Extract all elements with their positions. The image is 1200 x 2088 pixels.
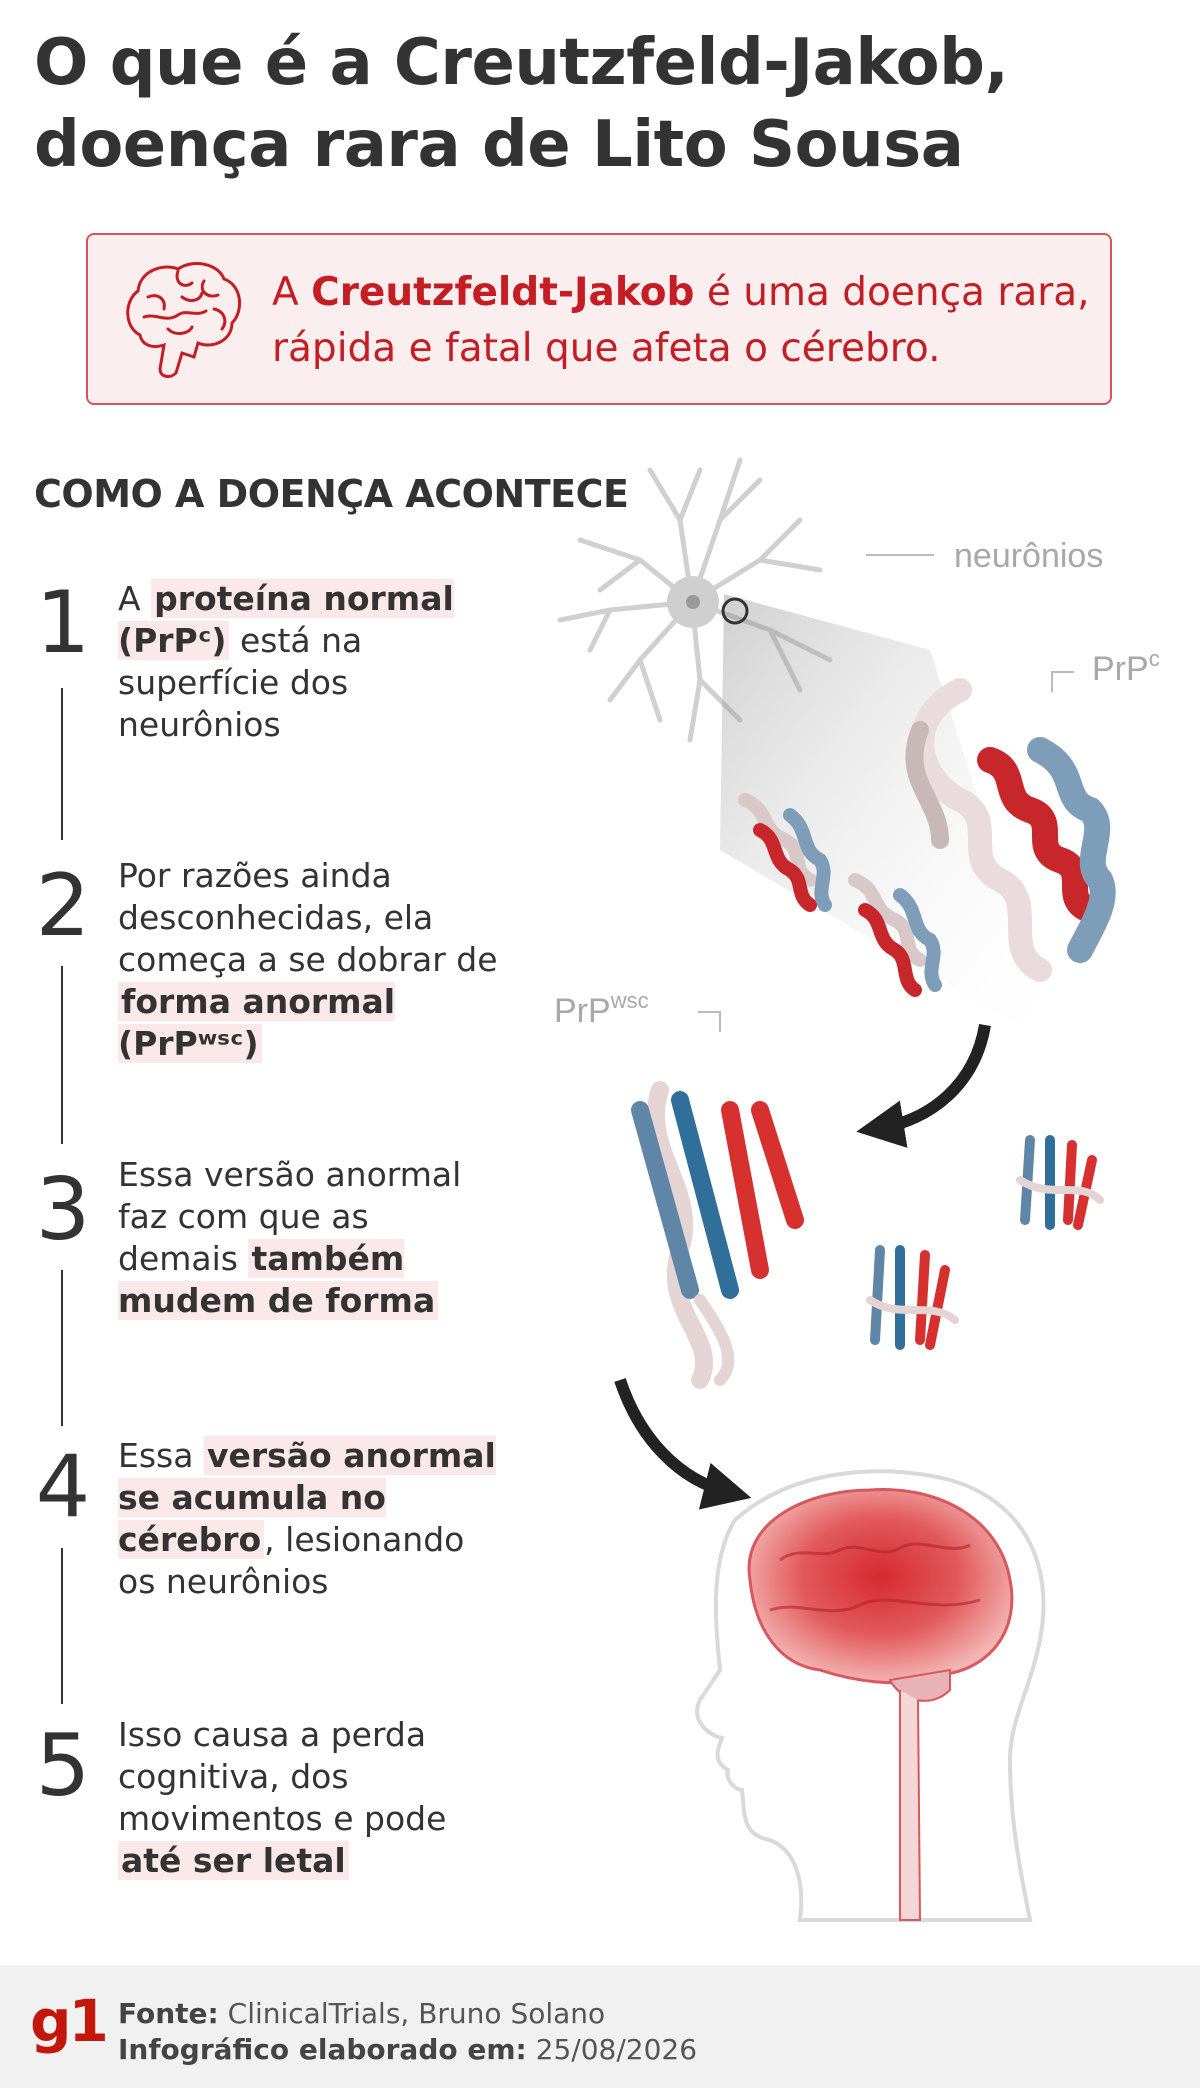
step-4-text: Essa versão anormal se acumula no cérebr… xyxy=(118,1435,498,1603)
normal-protein-small xyxy=(848,873,942,997)
step-4-post: , lesionando os neurônios xyxy=(118,1520,465,1601)
intro-suffix: é uma doença rara, rápida e fatal que af… xyxy=(272,270,1090,371)
brain-outline-icon xyxy=(126,262,241,378)
step-1-post: está na superfície dos neurônios xyxy=(118,621,363,744)
step-3-pre: Essa versão anormal faz com que as demai… xyxy=(118,1155,462,1278)
step-5-pre: Isso causa a perda cognitiva, dos movime… xyxy=(118,1715,447,1838)
head-brain-illustration xyxy=(695,1469,1046,1922)
zoom-cone xyxy=(720,594,1060,1050)
illustration: neurônios PrPc PrPwsc xyxy=(554,457,1160,1922)
step-5-number: 5 xyxy=(35,1716,91,1816)
step-1-pre: A xyxy=(118,579,152,618)
step-2-text: Por razões ainda desconhecidas, ela come… xyxy=(118,855,498,1065)
zoom-circle xyxy=(721,597,749,625)
timeline-line xyxy=(61,1270,63,1426)
normal-protein-small xyxy=(738,793,832,912)
timeline-line xyxy=(61,966,63,1144)
step-1-text: A proteína normal (PrPᶜ) está na superfí… xyxy=(118,578,498,746)
page-title: O que é a Creutzfeld-Jakob, doença rara … xyxy=(34,26,1009,182)
step-1-number: 1 xyxy=(35,573,91,673)
step-3-text: Essa versão anormal faz com que as demai… xyxy=(118,1154,498,1322)
intro-prefix: A xyxy=(272,270,312,315)
normal-protein-large xyxy=(905,678,1116,982)
date-label: Infográfico elaborado em: xyxy=(118,2033,527,2066)
footer-source: Fonte: ClinicalTrials, Bruno Solano xyxy=(118,1997,605,2030)
misfolded-protein-small xyxy=(866,1245,959,1350)
source-label: Fonte: xyxy=(118,1997,219,2030)
step-5-highlight: até ser letal xyxy=(118,1841,349,1880)
step-3-number: 3 xyxy=(35,1160,91,1260)
timeline-line xyxy=(61,1548,63,1704)
date-value: 25/08/2026 xyxy=(535,2033,698,2066)
g1-logo: g1 xyxy=(30,1987,109,2055)
step-4-pre: Essa xyxy=(118,1436,204,1475)
neuron-label: neurônios xyxy=(954,537,1103,575)
intro-highlight: Creutzfeldt-Jakob xyxy=(311,270,695,315)
source-value: ClinicalTrials, Bruno Solano xyxy=(227,1997,606,2030)
step-2-number: 2 xyxy=(35,856,91,956)
arrow-icon xyxy=(614,1378,752,1510)
misfolded-protein-large xyxy=(631,1081,804,1389)
step-5-text: Isso causa a perda cognitiva, dos movime… xyxy=(118,1714,498,1882)
step-2-pre: Por razões ainda desconhecidas, ela come… xyxy=(118,856,498,979)
section-title: COMO A DOENÇA ACONTECE xyxy=(34,472,629,516)
arrow-icon xyxy=(856,1023,991,1148)
footer-date: Infográfico elaborado em: 25/08/2026 xyxy=(118,2033,697,2066)
footer: g1 Fonte: ClinicalTrials, Bruno Solano I… xyxy=(0,1965,1200,2088)
prpwsc-label: PrPwsc xyxy=(554,988,649,1030)
intro-text: A Creutzfeldt-Jakob é uma doença rara, r… xyxy=(272,265,1092,377)
timeline-line xyxy=(61,688,63,840)
misfolded-protein-small xyxy=(1016,1135,1104,1230)
prpc-label: PrPc xyxy=(1092,646,1160,688)
step-4-number: 4 xyxy=(35,1437,91,1537)
intro-box: A Creutzfeldt-Jakob é uma doença rara, r… xyxy=(86,233,1112,405)
